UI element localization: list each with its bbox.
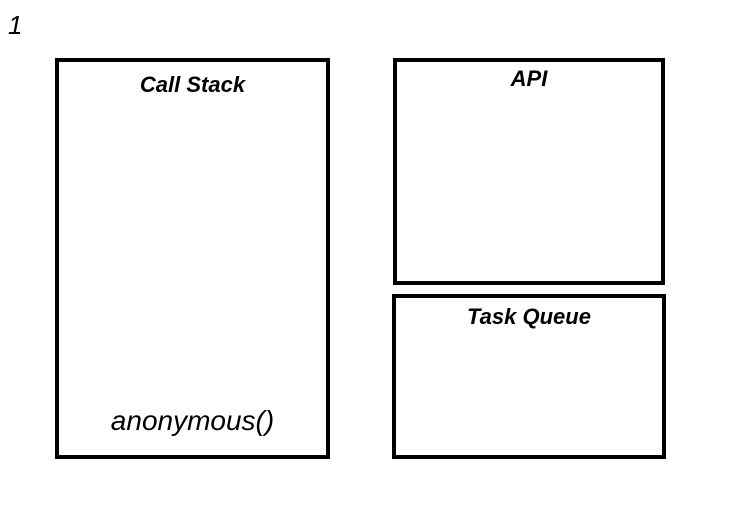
step-number: 1 <box>8 10 23 40</box>
api-box: API <box>393 58 665 285</box>
call-stack-box: Call Stack anonymous() <box>55 58 330 459</box>
stack-frame-anonymous: anonymous() <box>110 405 275 436</box>
task-queue-box: Task Queue <box>392 294 666 459</box>
api-title: API <box>510 66 548 91</box>
call-stack-title: Call Stack <box>139 72 246 97</box>
task-queue-title: Task Queue <box>467 304 591 329</box>
